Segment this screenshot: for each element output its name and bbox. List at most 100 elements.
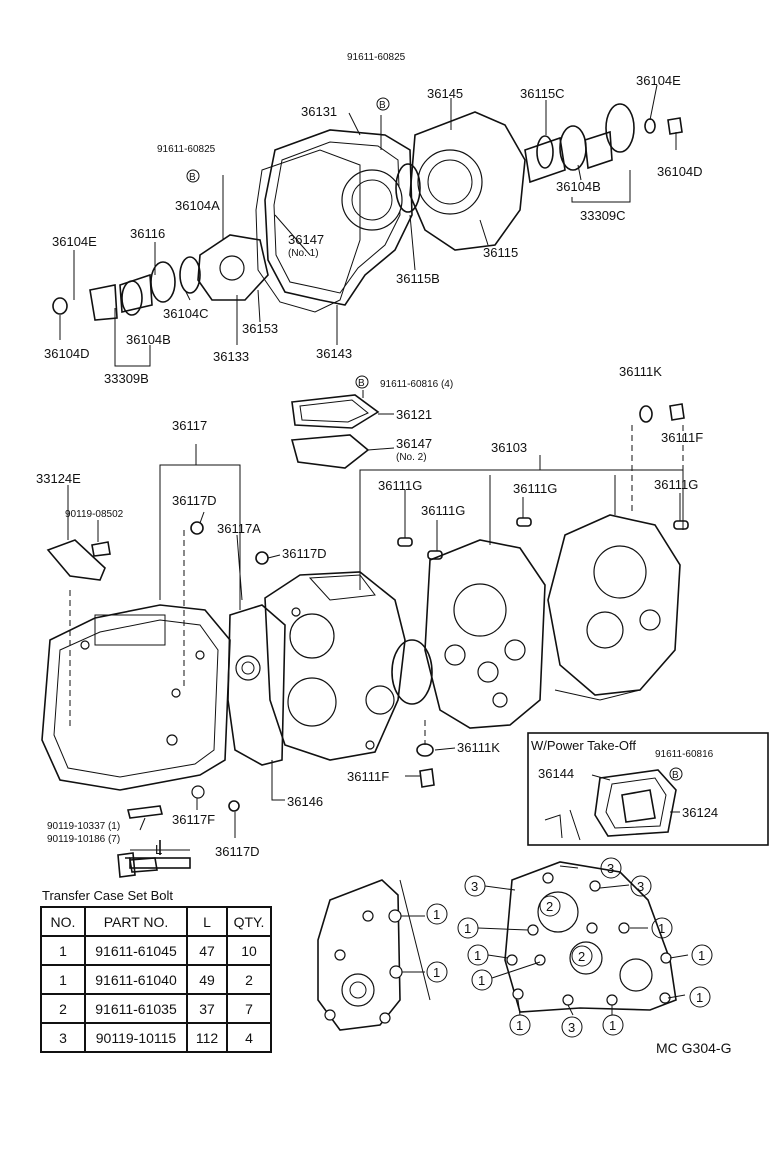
gasket-36143 [255, 149, 361, 313]
bolt-marker-1: 1 [433, 907, 440, 922]
pto-inset [527, 732, 769, 846]
label-36124: 36124 [682, 805, 718, 820]
label-36111G: 36111G [421, 503, 465, 518]
label-36117D: 36117D [172, 493, 217, 508]
cell-l: 47 [186, 935, 228, 966]
gasket-36147-no2 [290, 434, 370, 469]
b-marker: B [379, 100, 386, 111]
label-36104B: 36104B [126, 332, 171, 347]
label-36144: 36144 [538, 766, 574, 781]
label-36115: 36115 [483, 245, 518, 260]
header-part-no: PART NO. [84, 906, 188, 937]
transfer-rear-housing-36115 [409, 111, 526, 251]
label-36153: 36153 [242, 321, 278, 336]
label-36146: 36146 [287, 794, 323, 809]
label-36111G: 36111G [513, 481, 557, 496]
small-parts [46, 403, 689, 878]
label-36104A: 36104A [175, 198, 220, 213]
table-row: 3 90119-10115 112 4 [40, 1022, 272, 1053]
bolt-marker-3: 3 [607, 861, 614, 876]
label-36147-no1: 36147 [288, 232, 324, 247]
bolt-marker-1: 1 [464, 921, 471, 936]
cell-part-no: 91611-61035 [84, 993, 188, 1024]
transfer-case-front-36117 [41, 604, 231, 799]
label-36117: 36117 [172, 418, 207, 433]
label-36131: 36131 [301, 104, 337, 119]
table-row: 1 91611-61040 49 2 [40, 964, 272, 995]
cell-part-no: 90119-10115 [84, 1022, 188, 1053]
label-36111K: 36111K [619, 364, 662, 379]
label-91611-60816-4: 91611-60816 (4) [380, 379, 453, 390]
cell-l: 112 [186, 1022, 228, 1053]
bolt-marker-3: 3 [568, 1020, 575, 1035]
bolt-marker-1: 1 [516, 1018, 523, 1033]
cell-qty: 7 [226, 993, 272, 1024]
label-36104B: 36104B [556, 179, 601, 194]
label-36115B: 36115B [396, 271, 440, 286]
label-33309C: 33309C [580, 208, 626, 223]
label-36104C: 36104C [163, 306, 209, 321]
label-90119-10186: 90119-10186 (7) [47, 834, 120, 845]
bolt-marker-1: 1 [658, 921, 665, 936]
gasket-36146 [227, 604, 286, 766]
b-marker: B [358, 378, 365, 389]
label-36104D: 36104D [44, 346, 90, 361]
cell-part-no: 91611-61045 [84, 935, 188, 966]
cell-part-no: 91611-61040 [84, 964, 188, 995]
label-36116: 36116 [130, 226, 165, 241]
bolt-position-views [317, 861, 689, 1031]
case-middle-36117A [264, 571, 406, 761]
label-36147-no2-sub: (No. 2) [396, 452, 427, 463]
cell-l: 37 [186, 993, 228, 1024]
bracket-33124E [46, 539, 106, 581]
label-36133: 36133 [213, 349, 249, 364]
cell-qty: 2 [226, 964, 272, 995]
label-36121: 36121 [396, 407, 432, 422]
label-36145: 36145 [427, 86, 463, 101]
cell-qty: 10 [226, 935, 272, 966]
bolt-marker-1: 1 [433, 965, 440, 980]
bolt-table: NO. PART NO. L QTY. 1 91611-61045 47 10 … [40, 906, 272, 1053]
cell-l: 49 [186, 964, 228, 995]
transfer-adapter-36103-rear [547, 514, 681, 701]
label-36111K: 36111K [457, 740, 500, 755]
label-36147-no2: 36147 [396, 436, 432, 451]
label-36111G: 36111G [378, 478, 422, 493]
table-row: 1 91611-61045 47 10 [40, 935, 272, 966]
label-33309B: 33309B [104, 371, 149, 386]
table-row: 2 91611-61035 37 7 [40, 993, 272, 1024]
bolt-marker-1: 1 [478, 973, 485, 988]
middle-leader-lines [67, 425, 684, 851]
label-36103: 36103 [491, 440, 527, 455]
b-marker: B [189, 172, 196, 183]
cell-no: 1 [40, 964, 86, 995]
bolt-marker-1: 1 [698, 948, 705, 963]
bolt-number-markers: 1 1 3 3 3 2 2 1 1 1 1 1 1 1 3 1 [426, 857, 713, 1038]
label-36117D: 36117D [215, 844, 260, 859]
cell-no: 1 [40, 935, 86, 966]
cover-36121 [291, 394, 380, 429]
diagram-code: MC G304-G [656, 1040, 732, 1056]
rear-extension-assembly [52, 103, 683, 321]
bolt-marker-2: 2 [546, 899, 553, 914]
cell-qty: 4 [226, 1022, 272, 1053]
table-title: Transfer Case Set Bolt [42, 888, 174, 903]
label-91611-60825: 91611-60825 [347, 52, 406, 63]
label-36115C: 36115C [520, 86, 565, 101]
header-qty: QTY. [226, 906, 272, 937]
label-91611-60816: 91611-60816 [655, 749, 714, 760]
bolt-marker-3: 3 [637, 879, 644, 894]
label-36117D: 36117D [282, 546, 327, 561]
extension-housing-36131 [264, 129, 413, 306]
label-33124E: 33124E [36, 471, 81, 486]
label-36143: 36143 [316, 346, 352, 361]
bolt-marker-1: 1 [609, 1018, 616, 1033]
transfer-adapter-36103-front [391, 539, 546, 729]
label-36111F: 36111F [347, 769, 389, 784]
label-90119-08502: 90119-08502 [65, 509, 124, 520]
part-number-labels: 91611-60825 36131 36145 36115C 36104E 36… [36, 52, 718, 859]
bolt-marker-3: 3 [471, 879, 478, 894]
b-marker: B [672, 770, 679, 781]
bolt-marker-2: 2 [578, 949, 585, 964]
